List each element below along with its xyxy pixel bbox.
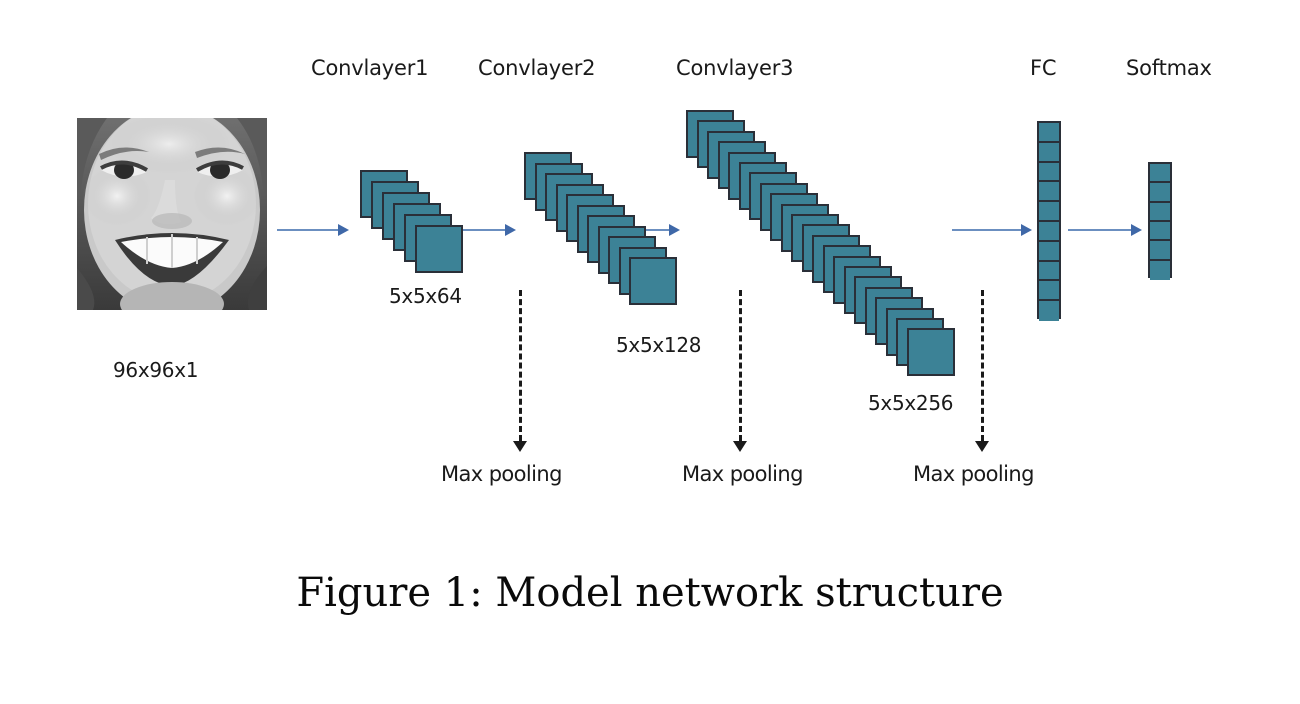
convlayer3-dimension-label: 5x5x256 [868, 391, 954, 415]
vector-cell [1039, 182, 1059, 203]
vector-bar-fc [1037, 121, 1061, 321]
dashed-arrow-maxpool-3 [972, 290, 992, 452]
vector-cell [1039, 202, 1059, 222]
input-face-image [77, 118, 267, 310]
layer-title-convlayer1: Convlayer1 [311, 56, 429, 80]
dashed-shaft [738, 290, 742, 441]
dashed-arrow-maxpool-1 [510, 290, 530, 452]
pooling-label-maxpool-2: Max pooling [682, 462, 803, 486]
face-photo-icon [77, 118, 267, 310]
vector-cell [1039, 241, 1059, 262]
dashed-arrow-head-icon [975, 441, 989, 452]
vector-cell [1150, 260, 1170, 280]
layer-title-softmax: Softmax [1126, 56, 1212, 80]
vector-cell [1039, 261, 1059, 282]
vector-cell [1039, 123, 1059, 143]
arrow-conv3-to-fc [952, 222, 1032, 238]
vector-cell [1150, 202, 1170, 222]
layer-title-convlayer2: Convlayer2 [478, 56, 596, 80]
feature-map-card [629, 257, 677, 305]
vector-cell [1039, 281, 1059, 302]
arrow-head-icon [669, 224, 680, 236]
layer-title-convlayer3: Convlayer3 [676, 56, 794, 80]
vector-cell [1039, 162, 1059, 183]
vector-cell [1150, 183, 1170, 203]
input-dimension-label: 96x96x1 [113, 358, 199, 382]
vector-cell [1150, 241, 1170, 261]
arrow-head-icon [505, 224, 516, 236]
vector-cell [1150, 164, 1170, 184]
arrow-shaft [277, 229, 339, 231]
arrow-shaft [438, 229, 506, 231]
arrow-input-to-conv1 [277, 222, 349, 238]
dashed-shaft [980, 290, 984, 441]
dashed-arrow-head-icon [733, 441, 747, 452]
dashed-shaft [518, 290, 522, 441]
vector-bar-softmax [1148, 162, 1172, 280]
figure-caption: Figure 1: Model network structure [296, 570, 1004, 616]
convlayer2-dimension-label: 5x5x128 [616, 333, 702, 357]
arrow-head-icon [338, 224, 349, 236]
vector-cell [1039, 142, 1059, 163]
vector-cell [1039, 301, 1059, 321]
dashed-arrow-maxpool-2 [730, 290, 750, 452]
vector-cell [1150, 222, 1170, 242]
vector-cell [1039, 222, 1059, 242]
arrow-head-icon [1021, 224, 1032, 236]
pooling-label-maxpool-3: Max pooling [913, 462, 1034, 486]
arrow-fc-to-softmax [1068, 222, 1142, 238]
arrow-shaft [952, 229, 1022, 231]
feature-map-card [415, 225, 463, 273]
arrow-conv1-to-conv2 [438, 222, 516, 238]
feature-map-card [906, 328, 955, 377]
pooling-label-maxpool-1: Max pooling [441, 462, 562, 486]
dashed-arrow-head-icon [513, 441, 527, 452]
arrow-head-icon [1131, 224, 1142, 236]
convlayer1-dimension-label: 5x5x64 [389, 284, 462, 308]
arrow-shaft [1068, 229, 1132, 231]
layer-title-fc: FC [1030, 56, 1057, 80]
